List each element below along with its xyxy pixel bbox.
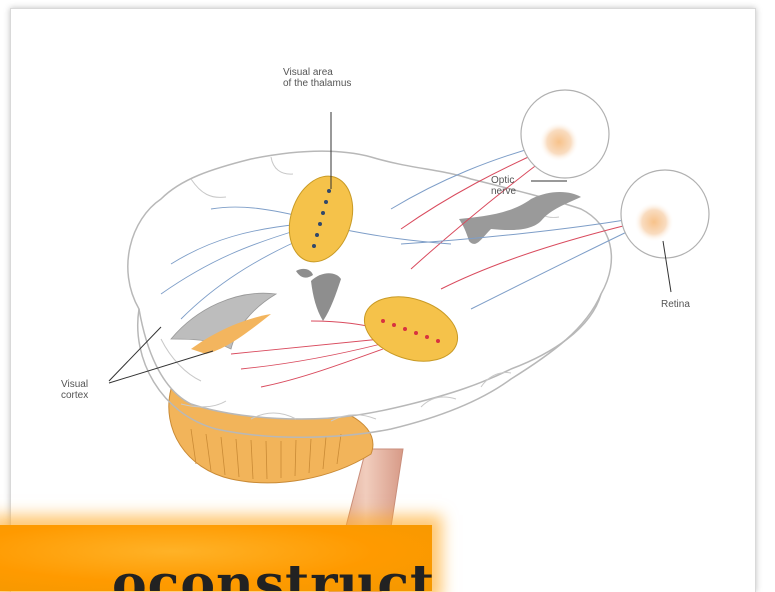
figure-frame: Visual area of the thalamus Optic nerve … <box>10 8 756 592</box>
label-thalamus: Visual area of the thalamus <box>283 67 351 89</box>
eye-lower <box>621 170 709 258</box>
eye-upper <box>521 90 609 178</box>
visual-pathway-diagram <box>11 9 755 592</box>
cerebrum <box>128 151 612 419</box>
label-optic-nerve: Optic nerve <box>491 175 516 197</box>
label-visual-cortex: Visual cortex <box>61 379 88 401</box>
title-banner: oconstruct <box>0 525 432 591</box>
label-retina: Retina <box>661 299 690 310</box>
banner-title: oconstruct <box>112 555 432 591</box>
